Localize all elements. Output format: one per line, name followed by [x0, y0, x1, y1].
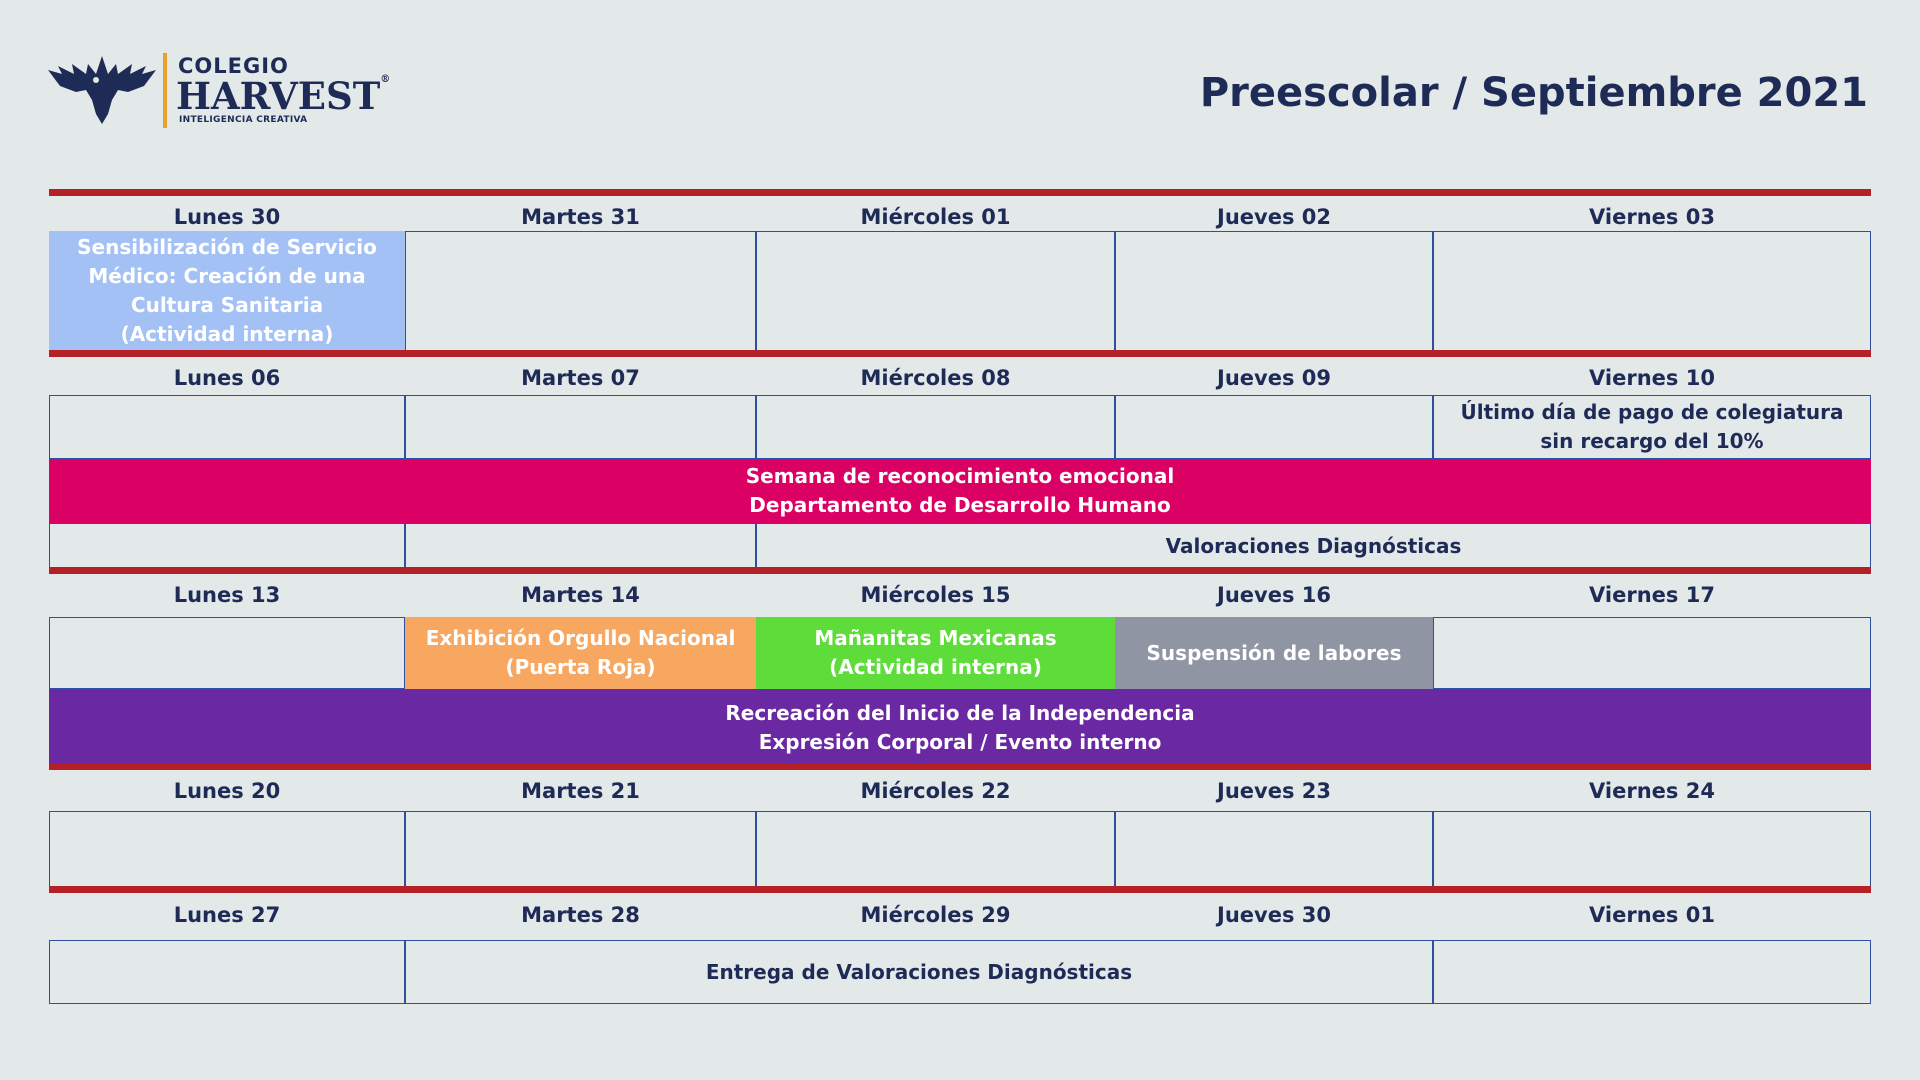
- day-header: Viernes 03: [1589, 205, 1715, 229]
- day-cell: [405, 811, 756, 887]
- day-header: Viernes 17: [1589, 583, 1715, 607]
- day-header: Miércoles 01: [860, 205, 1011, 229]
- event-pago-colegiatura: Último día de pago de colegiatura sin re…: [1460, 400, 1844, 453]
- day-header: Miércoles 22: [860, 779, 1011, 803]
- day-header: Lunes 27: [173, 903, 281, 927]
- day-header: Martes 31: [521, 205, 640, 229]
- day-header: Martes 21: [521, 779, 640, 803]
- day-header: Lunes 20: [173, 779, 281, 803]
- day-cell: [1433, 395, 1871, 459]
- day-cell: [49, 940, 405, 1004]
- day-cell: [1433, 231, 1871, 351]
- day-cell: [1115, 395, 1433, 459]
- week-separator: [49, 350, 1871, 357]
- event-semana-emocional: Semana de reconocimiento emocional Depar…: [49, 459, 1871, 523]
- day-cell: [405, 523, 756, 569]
- eagle-logo-icon: [48, 56, 156, 124]
- logo-tagline: INTELIGENCIA CREATIVA: [179, 115, 308, 125]
- day-cell: [405, 231, 756, 351]
- school-logo: COLEGIO HARVEST® INTELIGENCIA CREATIVA: [48, 52, 390, 132]
- day-header: Miércoles 08: [860, 366, 1011, 390]
- event-servicio-medico: Sensibilización de Servicio Médico: Crea…: [49, 231, 405, 351]
- day-header: Viernes 10: [1589, 366, 1715, 390]
- day-header: Martes 28: [521, 903, 640, 927]
- day-header: Jueves 02: [1217, 205, 1331, 229]
- day-cell: [49, 523, 405, 569]
- day-cell: [1115, 811, 1433, 887]
- event-mananitas: Mañanitas Mexicanas (Actividad interna): [756, 617, 1115, 689]
- day-cell: [1433, 811, 1871, 887]
- week-separator: [49, 886, 1871, 893]
- day-cell: [1115, 231, 1433, 351]
- day-header: Lunes 13: [173, 583, 281, 607]
- calendar-grid: Lunes 30 Martes 31 Miércoles 01 Jueves 0…: [49, 189, 1871, 1004]
- day-header: Martes 07: [521, 366, 640, 390]
- logo-colegio-text: COLEGIO: [178, 54, 289, 78]
- logo-harvest-text: HARVEST®: [176, 74, 390, 118]
- registered-mark: ®: [380, 74, 391, 85]
- day-cell: [756, 811, 1115, 887]
- day-header: Viernes 24: [1589, 779, 1715, 803]
- day-header: Jueves 30: [1217, 903, 1331, 927]
- day-header: Miércoles 29: [860, 903, 1011, 927]
- day-cell: [49, 395, 405, 459]
- day-cell: [49, 811, 405, 887]
- day-header: Viernes 01: [1589, 903, 1715, 927]
- page-title: Preescolar / Septiembre 2021: [1199, 70, 1868, 116]
- event-entrega-valoraciones: Entrega de Valoraciones Diagnósticas: [705, 959, 1133, 984]
- day-header: Lunes 30: [173, 205, 281, 229]
- week-separator: [49, 189, 1871, 196]
- week-separator: [49, 567, 1871, 574]
- logo-divider: [163, 53, 167, 128]
- day-cell: [756, 395, 1115, 459]
- day-header: Miércoles 15: [860, 583, 1011, 607]
- day-cell: [405, 940, 1433, 1004]
- day-cell: [49, 617, 405, 689]
- day-cell: [1433, 617, 1871, 689]
- event-suspension: Suspensión de labores: [1115, 617, 1433, 689]
- day-cell: [1433, 940, 1871, 1004]
- day-cell: [756, 231, 1115, 351]
- day-header: Jueves 09: [1217, 366, 1331, 390]
- week-separator: [49, 763, 1871, 770]
- event-independencia: Recreación del Inicio de la Independenci…: [49, 689, 1871, 766]
- logo-harvest-word: HARVEST: [176, 74, 381, 118]
- day-header: Jueves 16: [1217, 583, 1331, 607]
- day-cell: [405, 395, 756, 459]
- event-valoraciones: Valoraciones Diagnósticas: [1165, 533, 1462, 558]
- day-header: Lunes 06: [173, 366, 281, 390]
- day-header: Jueves 23: [1217, 779, 1331, 803]
- day-header: Martes 14: [521, 583, 640, 607]
- event-orgullo-nacional: Exhibición Orgullo Nacional (Puerta Roja…: [405, 617, 756, 689]
